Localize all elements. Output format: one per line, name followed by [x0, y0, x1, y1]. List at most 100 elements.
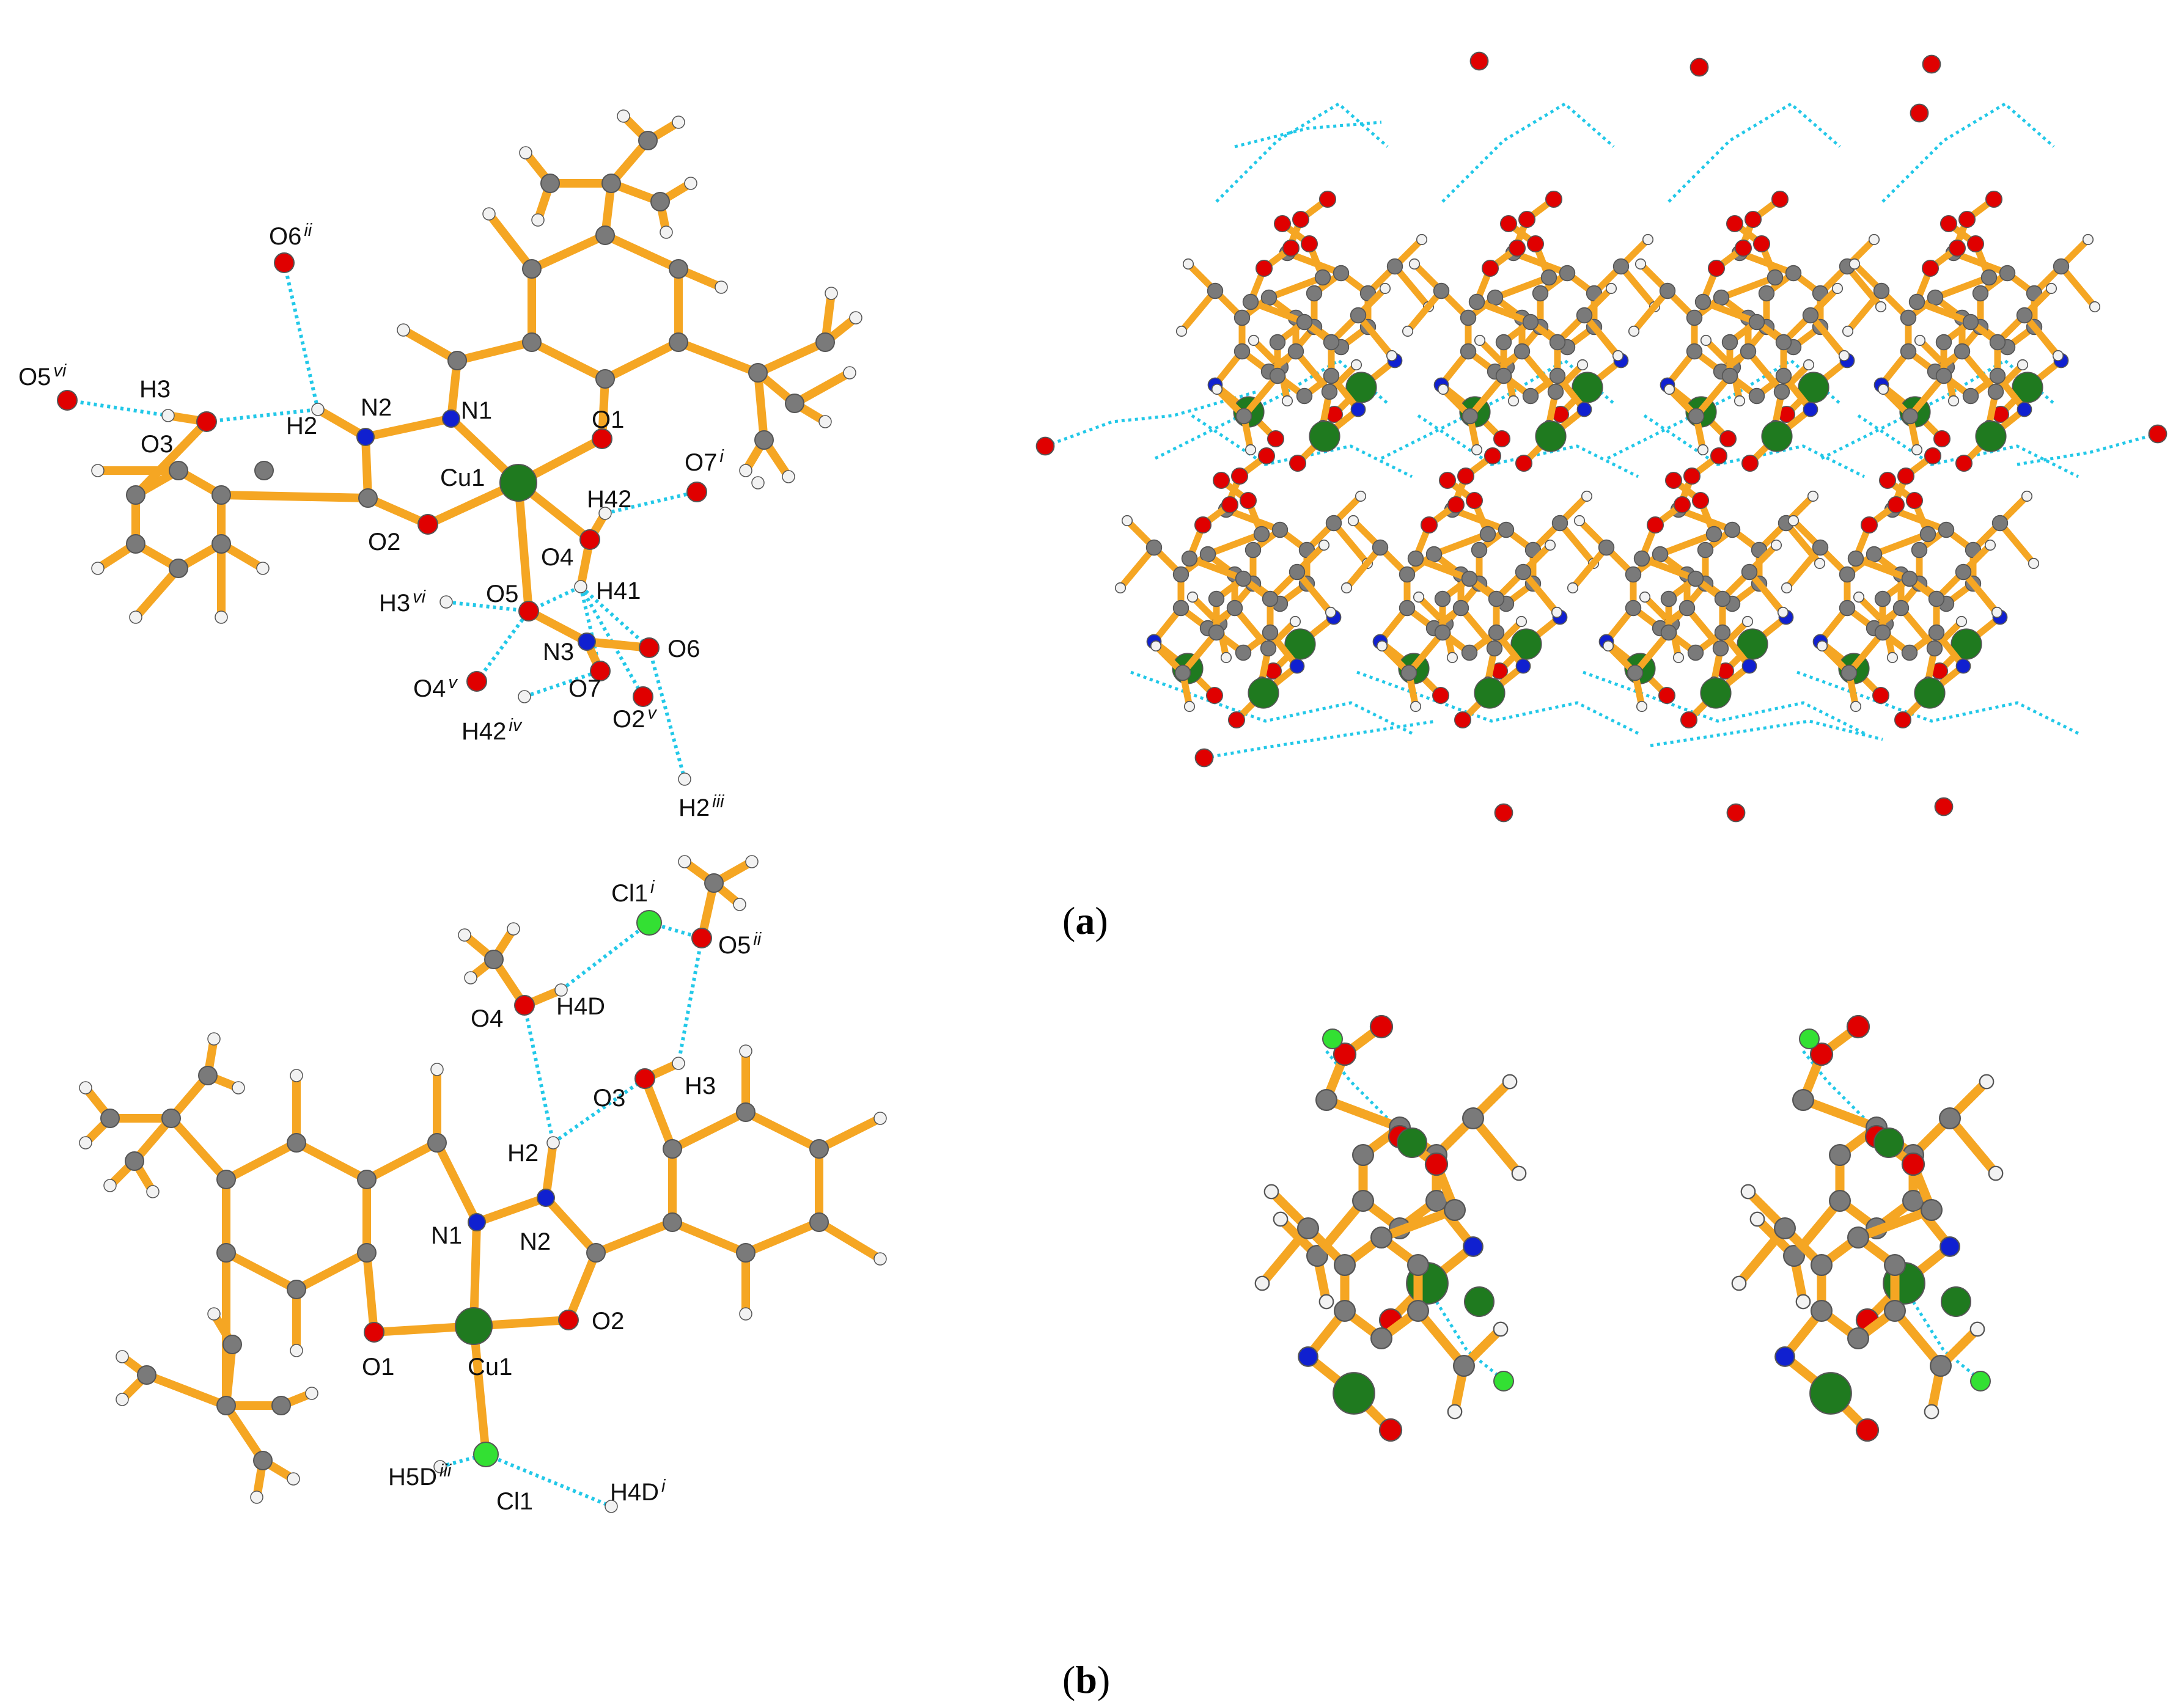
- carbon-atom: [595, 226, 615, 245]
- hydrogen-atom: [2017, 359, 2029, 371]
- hydrogen-bond: [1606, 358, 1841, 460]
- chlorine-atom: [473, 1442, 499, 1467]
- bond: [1932, 274, 1993, 301]
- bond: [292, 1138, 371, 1184]
- bond: [564, 1248, 600, 1324]
- hydrogen-atom: [1838, 350, 1850, 362]
- oxygen-atom: [1860, 516, 1878, 534]
- hydrogen-bond: [1583, 670, 1866, 735]
- hydrogen-atom: [1886, 651, 1899, 664]
- copper-atom: [1941, 1286, 1971, 1317]
- hydrogen-atom: [1379, 282, 1391, 295]
- hydrogen-atom: [232, 1081, 245, 1094]
- oxygen-atom: [1734, 239, 1752, 257]
- carbon-atom: [1775, 367, 1792, 384]
- hydrogen-atom: [1605, 282, 1617, 295]
- hydrogen-atom: [129, 610, 142, 624]
- carbon-atom: [1399, 566, 1416, 583]
- hydrogen-atom: [1991, 606, 2003, 618]
- bond: [1178, 287, 1219, 335]
- bond: [1807, 312, 1848, 359]
- bond: [1404, 287, 1445, 335]
- hydrogen-atom: [531, 213, 545, 227]
- carbon-atom: [754, 430, 774, 450]
- bond: [641, 1074, 677, 1153]
- oxygen-atom: [1726, 215, 1744, 233]
- nitrogen-atom: [1289, 658, 1305, 674]
- hydrogen-atom: [1787, 515, 1800, 527]
- oxygen-atom: [1846, 1014, 1870, 1039]
- hydrogen-atom: [287, 1472, 300, 1486]
- carbon-atom: [1235, 644, 1252, 661]
- carbon-atom: [736, 1102, 756, 1122]
- carbon-atom: [1260, 640, 1277, 657]
- hydrogen-atom: [1803, 359, 1815, 371]
- copper-atom: [1914, 677, 1946, 709]
- carbon-atom: [1333, 265, 1350, 282]
- bond: [361, 414, 455, 441]
- carbon-atom: [1955, 563, 1972, 581]
- hydrogen-atom: [290, 1344, 303, 1357]
- carbon-atom: [1434, 624, 1451, 641]
- carbon-atom: [1172, 600, 1189, 617]
- oxygen-atom: [1289, 454, 1307, 472]
- carbon-atom: [1829, 1190, 1851, 1212]
- carbon-atom: [1686, 343, 1703, 360]
- carbon-atom: [1678, 600, 1696, 617]
- carbon-atom: [1461, 570, 1478, 587]
- hydrogen-bond: [485, 1453, 612, 1508]
- carbon-atom: [1479, 526, 1496, 543]
- oxygen-atom: [1683, 467, 1701, 485]
- carbon-atom: [1323, 367, 1340, 384]
- carbon-atom: [1989, 367, 2006, 384]
- bond: [1520, 568, 1561, 616]
- hydrogen-atom: [430, 1063, 444, 1076]
- bond: [542, 1194, 600, 1257]
- carbon-atom: [1172, 566, 1189, 583]
- nitrogen-atom: [537, 1189, 555, 1207]
- oxygen-atom: [1282, 239, 1300, 257]
- hydrogen-atom: [1868, 233, 1880, 246]
- chlorine-atom: [1970, 1371, 1991, 1392]
- carbon-atom: [1522, 387, 1539, 405]
- oxygen-atom: [417, 514, 438, 535]
- carbon-atom: [1901, 644, 1918, 661]
- bond: [1996, 519, 2037, 567]
- carbon-atom: [287, 1280, 306, 1299]
- carbon-atom: [1773, 383, 1790, 400]
- carbon-atom: [1783, 1245, 1805, 1267]
- bond: [1186, 555, 1247, 582]
- carbon-atom: [785, 394, 804, 413]
- oxygen-atom: [558, 1310, 579, 1330]
- hydrogen-atom: [1340, 582, 1353, 594]
- carbon-atom: [1928, 590, 1945, 607]
- bond: [668, 1108, 750, 1153]
- carbon-atom: [357, 1170, 377, 1189]
- bond: [601, 231, 683, 273]
- atom-label: O3: [141, 431, 173, 458]
- hydrogen-atom: [574, 580, 587, 593]
- oxygen-atom: [364, 1322, 384, 1343]
- hydrogen-atom: [1437, 383, 1449, 395]
- carbon-atom: [1234, 309, 1251, 326]
- carbon-atom: [1460, 343, 1477, 360]
- bond-layer: [81, 112, 2101, 1502]
- carbon-atom: [1352, 1144, 1374, 1166]
- oxygen-atom: [1680, 711, 1698, 729]
- hydrogen-atom: [1781, 582, 1793, 594]
- hydrogen-bond: [1881, 101, 2055, 203]
- hydrogen-atom: [507, 922, 520, 936]
- hydrogen-bond: [579, 586, 602, 672]
- copper-atom: [1474, 677, 1506, 709]
- hydrogen-atom: [103, 1179, 117, 1192]
- carbon-atom: [1847, 1226, 1869, 1248]
- hydrogen-atom: [2045, 282, 2057, 295]
- oxygen-atom: [579, 529, 600, 550]
- carbon-atom: [1873, 282, 1890, 299]
- copper-atom: [1700, 677, 1732, 709]
- hydrogen-atom: [672, 1057, 685, 1070]
- carbon-atom: [1811, 1300, 1833, 1322]
- carbon-atom: [1999, 265, 2016, 282]
